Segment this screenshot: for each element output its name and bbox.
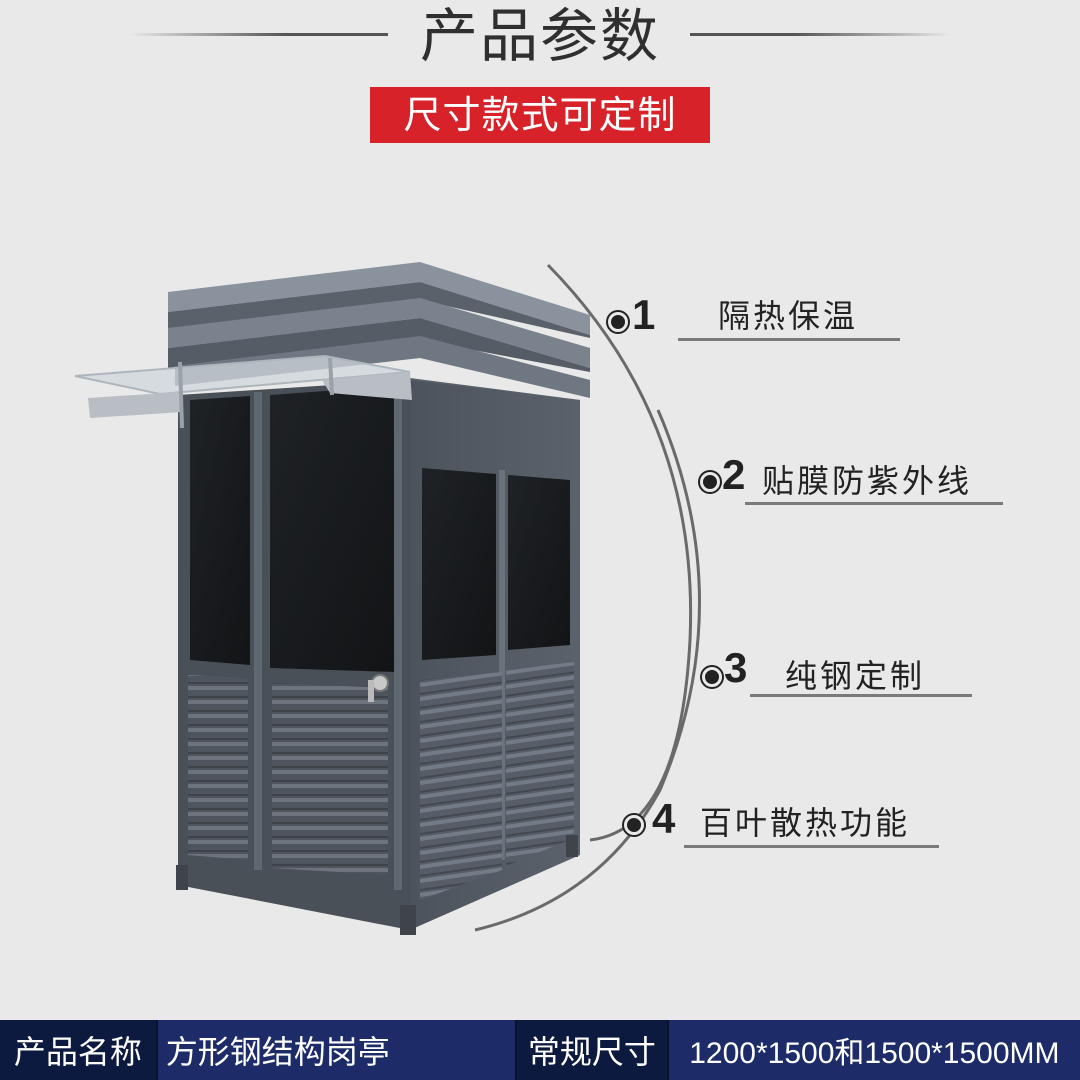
feature-2-label: 贴膜防紫外线	[762, 462, 973, 500]
spec-bar: 产品名称 方形钢结构岗亭 常规尺寸 1200*1500和1500*1500MM	[0, 1020, 1080, 1080]
feature-4-label: 百叶散热功能	[700, 804, 911, 842]
feature-1-number: 1	[632, 291, 656, 338]
feature-2-underline	[745, 502, 1003, 505]
product-name-key: 产品名称	[0, 1020, 156, 1080]
size-value: 1200*1500和1500*1500MM	[666, 1020, 1080, 1080]
feature-2-number: 2	[722, 451, 746, 498]
feature-4-underline	[684, 845, 939, 848]
product-name-value: 方形钢结构岗亭	[155, 1020, 516, 1080]
feature-1-label: 隔热保温	[718, 297, 859, 335]
curve-guide-inner	[474, 409, 701, 932]
feature-3-dot	[702, 667, 722, 687]
feature-3-label: 纯钢定制	[785, 657, 926, 695]
customizable-badge: 尺寸款式可定制	[370, 87, 710, 143]
feature-2-dot	[700, 472, 720, 492]
feature-1-dot	[608, 312, 628, 332]
feature-3-underline	[750, 694, 972, 697]
page-title: 产品参数	[419, 2, 660, 70]
feature-1-underline	[678, 338, 900, 341]
feature-3-number: 3	[724, 644, 748, 691]
header-decor-line-left	[130, 33, 388, 36]
feature-4-number: 4	[652, 795, 676, 842]
curve-guide-outer	[546, 263, 693, 842]
feature-4-dot	[624, 815, 644, 835]
header-decor-line-right	[690, 33, 950, 36]
size-key: 常规尺寸	[515, 1020, 667, 1080]
